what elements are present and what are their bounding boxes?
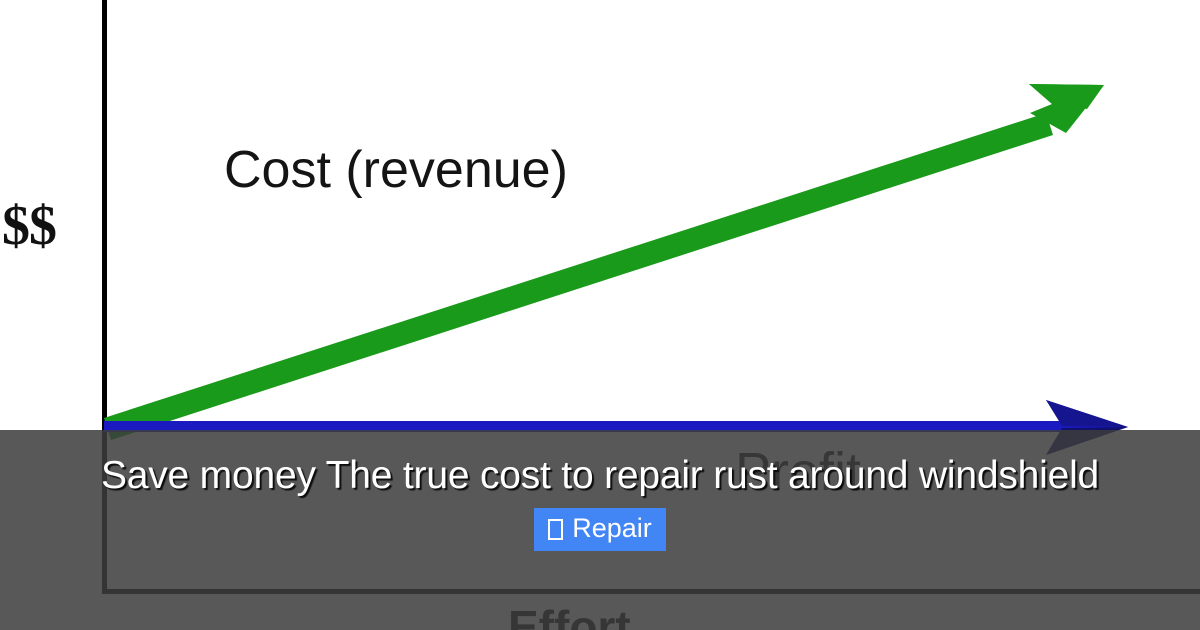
profit-label: Profit [735, 442, 862, 502]
x-axis-line [102, 589, 1200, 594]
y-axis-label: $$ [2, 195, 57, 257]
cost-revenue-arrow [104, 84, 1104, 440]
profit-arrow [104, 400, 1128, 455]
x-axis-label: Effort [508, 601, 631, 630]
repair-badge[interactable]: Repair [534, 507, 666, 551]
missing-glyph-box-icon [548, 518, 564, 540]
cost-revenue-label: Cost (revenue) [224, 141, 568, 199]
badge-row: Repair [0, 507, 1200, 551]
repair-badge-label: Repair [572, 512, 652, 543]
y-axis-line [102, 0, 107, 594]
